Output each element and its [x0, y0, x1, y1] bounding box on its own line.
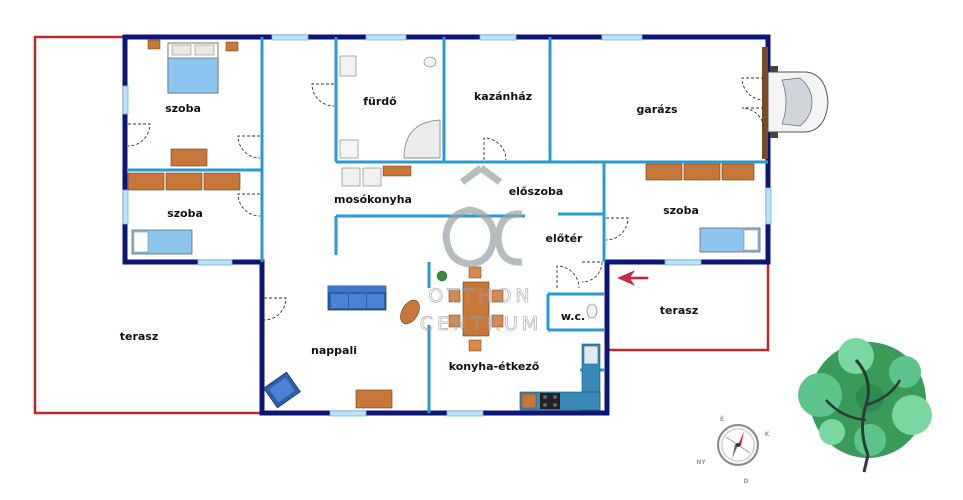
compass-east-label: K — [765, 431, 770, 438]
sofa — [327, 285, 387, 311]
windows — [122, 34, 772, 417]
nightstand — [225, 41, 239, 52]
compass-west-label: NY — [696, 459, 706, 466]
room-label-kazanhaz: kazánház — [474, 90, 532, 103]
room-label-garazs: garázs — [636, 103, 678, 116]
desk — [170, 148, 208, 167]
room-label-wc: w.c. — [561, 310, 585, 323]
dining-set — [448, 266, 504, 352]
watermark-text: CENTRUM — [420, 313, 543, 335]
laundry-counter — [382, 165, 412, 177]
room-label-furdo: fürdő — [363, 95, 397, 108]
wardrobe — [645, 163, 755, 181]
room-label-szoba: szoba — [663, 204, 699, 217]
single-bed — [131, 229, 193, 255]
room-label-terasz: terasz — [660, 304, 699, 317]
room-label-eloszoba: előszoba — [509, 185, 564, 198]
tv-cabinet — [355, 389, 393, 409]
wc-toilet — [586, 303, 598, 319]
double-bed — [167, 42, 219, 94]
compass-icon — [717, 424, 759, 466]
nightstand — [147, 39, 161, 50]
room-label-szoba: szoba — [167, 207, 203, 220]
laundry-appliances — [341, 167, 382, 187]
watermark-text: OTTHON — [428, 285, 533, 307]
terrace-right-outline — [607, 262, 770, 352]
door-swings — [127, 77, 765, 321]
kitchen-counter — [519, 343, 601, 411]
entrance-arrow-icon — [617, 270, 649, 286]
toilet — [423, 56, 437, 68]
otthon-centrum-watermark-logo — [442, 165, 523, 268]
single-bed — [699, 227, 761, 253]
compass-south-label: D — [744, 478, 749, 485]
inner-walls — [128, 37, 768, 413]
shower — [339, 139, 359, 159]
room-label-nappali: nappali — [311, 344, 357, 357]
wardrobe — [127, 172, 241, 191]
terrace-left-outline — [33, 35, 262, 415]
room-label-konyha-etkezo: konyha-étkező — [449, 360, 540, 373]
tree-icon — [798, 338, 932, 473]
car — [767, 66, 829, 138]
room-label-eloter: előtér — [546, 232, 584, 245]
room-label-terasz: terasz — [120, 330, 159, 343]
compass-north-label: É — [720, 415, 724, 423]
plant — [436, 270, 448, 282]
corner-bathtub — [403, 119, 441, 159]
room-label-szoba: szoba — [165, 102, 201, 115]
armchair — [263, 371, 301, 409]
room-label-mosokonyha: mosókonyha — [334, 193, 412, 206]
washbasin — [339, 55, 357, 77]
garage-door — [762, 47, 768, 159]
coffee-table — [400, 299, 420, 325]
